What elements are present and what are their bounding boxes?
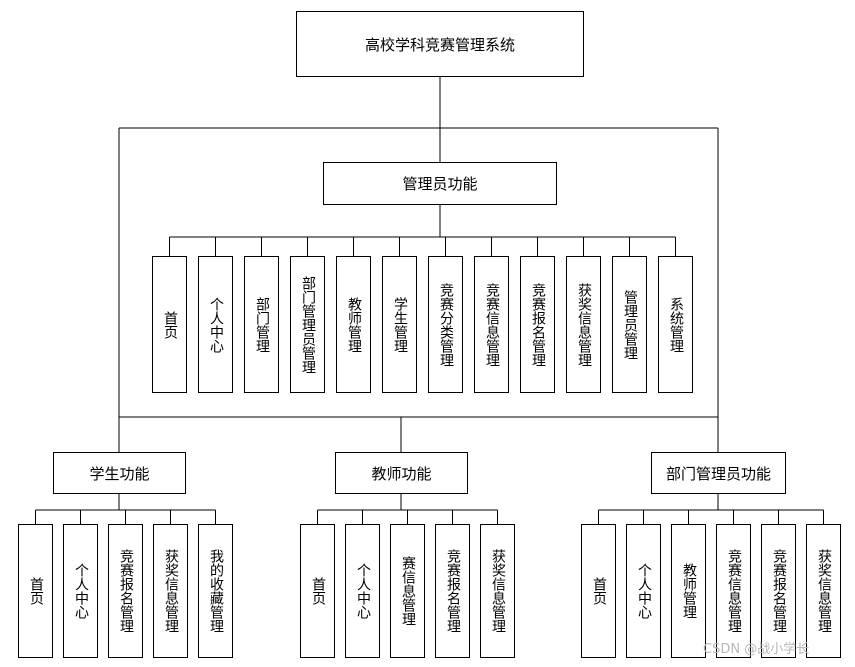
dept-leaf: 个人中心 bbox=[626, 524, 661, 658]
dept-leaf: 教师管理 bbox=[671, 524, 706, 658]
admin-leaf: 竞赛报名管理 bbox=[520, 256, 555, 393]
csdn-watermark: CSDN @战小学长 bbox=[703, 642, 810, 657]
admin-leaf: 竞赛分类管理 bbox=[428, 256, 463, 393]
dept-leaf: 竞赛信息管理 bbox=[716, 524, 751, 658]
student-leaf: 我的收藏管理 bbox=[198, 524, 233, 658]
teacher-node: 教师功能 bbox=[335, 452, 468, 494]
dept-leaf: 首页 bbox=[581, 524, 616, 658]
teacher-leaf: 个人中心 bbox=[345, 524, 380, 658]
student-leaf: 个人中心 bbox=[63, 524, 98, 658]
root-node: 高校学科竞赛管理系统 bbox=[296, 11, 584, 77]
teacher-leaf: 获奖信息管理 bbox=[480, 524, 515, 658]
student-leaf: 获奖信息管理 bbox=[153, 524, 188, 658]
teacher-leaf: 赛信息管理 bbox=[390, 524, 425, 658]
admin-leaf: 部门管理 bbox=[244, 256, 279, 393]
teacher-leaf: 首页 bbox=[300, 524, 335, 658]
student-leaf: 首页 bbox=[18, 524, 53, 658]
admin-leaf: 学生管理 bbox=[382, 256, 417, 393]
teacher-leaf: 竞赛报名管理 bbox=[435, 524, 470, 658]
student-node: 学生功能 bbox=[53, 452, 186, 494]
admin-leaf: 部门管理员管理 bbox=[290, 256, 325, 393]
admin-leaf: 管理员管理 bbox=[612, 256, 647, 393]
dept-leaf: 获奖信息管理 bbox=[806, 524, 841, 658]
admin-leaf: 教师管理 bbox=[336, 256, 371, 393]
admin-leaf: 首页 bbox=[152, 256, 187, 393]
admin-leaf: 获奖信息管理 bbox=[566, 256, 601, 393]
admin-leaf: 个人中心 bbox=[198, 256, 233, 393]
dept-node: 部门管理员功能 bbox=[651, 452, 786, 494]
student-leaf: 竞赛报名管理 bbox=[108, 524, 143, 658]
admin-leaf: 竞赛信息管理 bbox=[474, 256, 509, 393]
admin-leaf: 系统管理 bbox=[658, 256, 693, 393]
dept-leaf: 竞赛报名管理 bbox=[761, 524, 796, 658]
admin-node: 管理员功能 bbox=[323, 162, 557, 205]
